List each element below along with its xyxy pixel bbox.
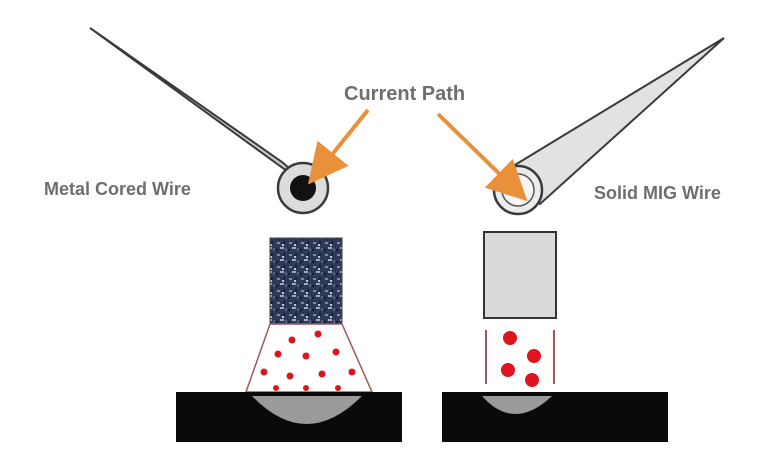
- current-path-arrow-right: [436, 112, 528, 202]
- right-electrode-stickout: [483, 231, 557, 319]
- right-weld-pool: [482, 396, 552, 414]
- right-droplets: [501, 331, 541, 387]
- left-weld-pool: [252, 396, 362, 424]
- left-arc-cone: [244, 323, 374, 393]
- metal-cored-wire-group: [89, 27, 402, 442]
- right-base-plate: [442, 392, 668, 442]
- current-path-label: Current Path: [344, 83, 465, 105]
- left-droplets: [260, 330, 356, 391]
- solid-mig-wire-label: Solid MIG Wire: [594, 183, 721, 203]
- left-wire-core-icon: [290, 175, 316, 201]
- current-path-arrow-left: [307, 108, 370, 185]
- solid-mig-wire-group: [442, 37, 725, 442]
- metal-cored-wire-label: Metal Cored Wire: [44, 179, 191, 199]
- left-electrode-stickout: [269, 237, 343, 325]
